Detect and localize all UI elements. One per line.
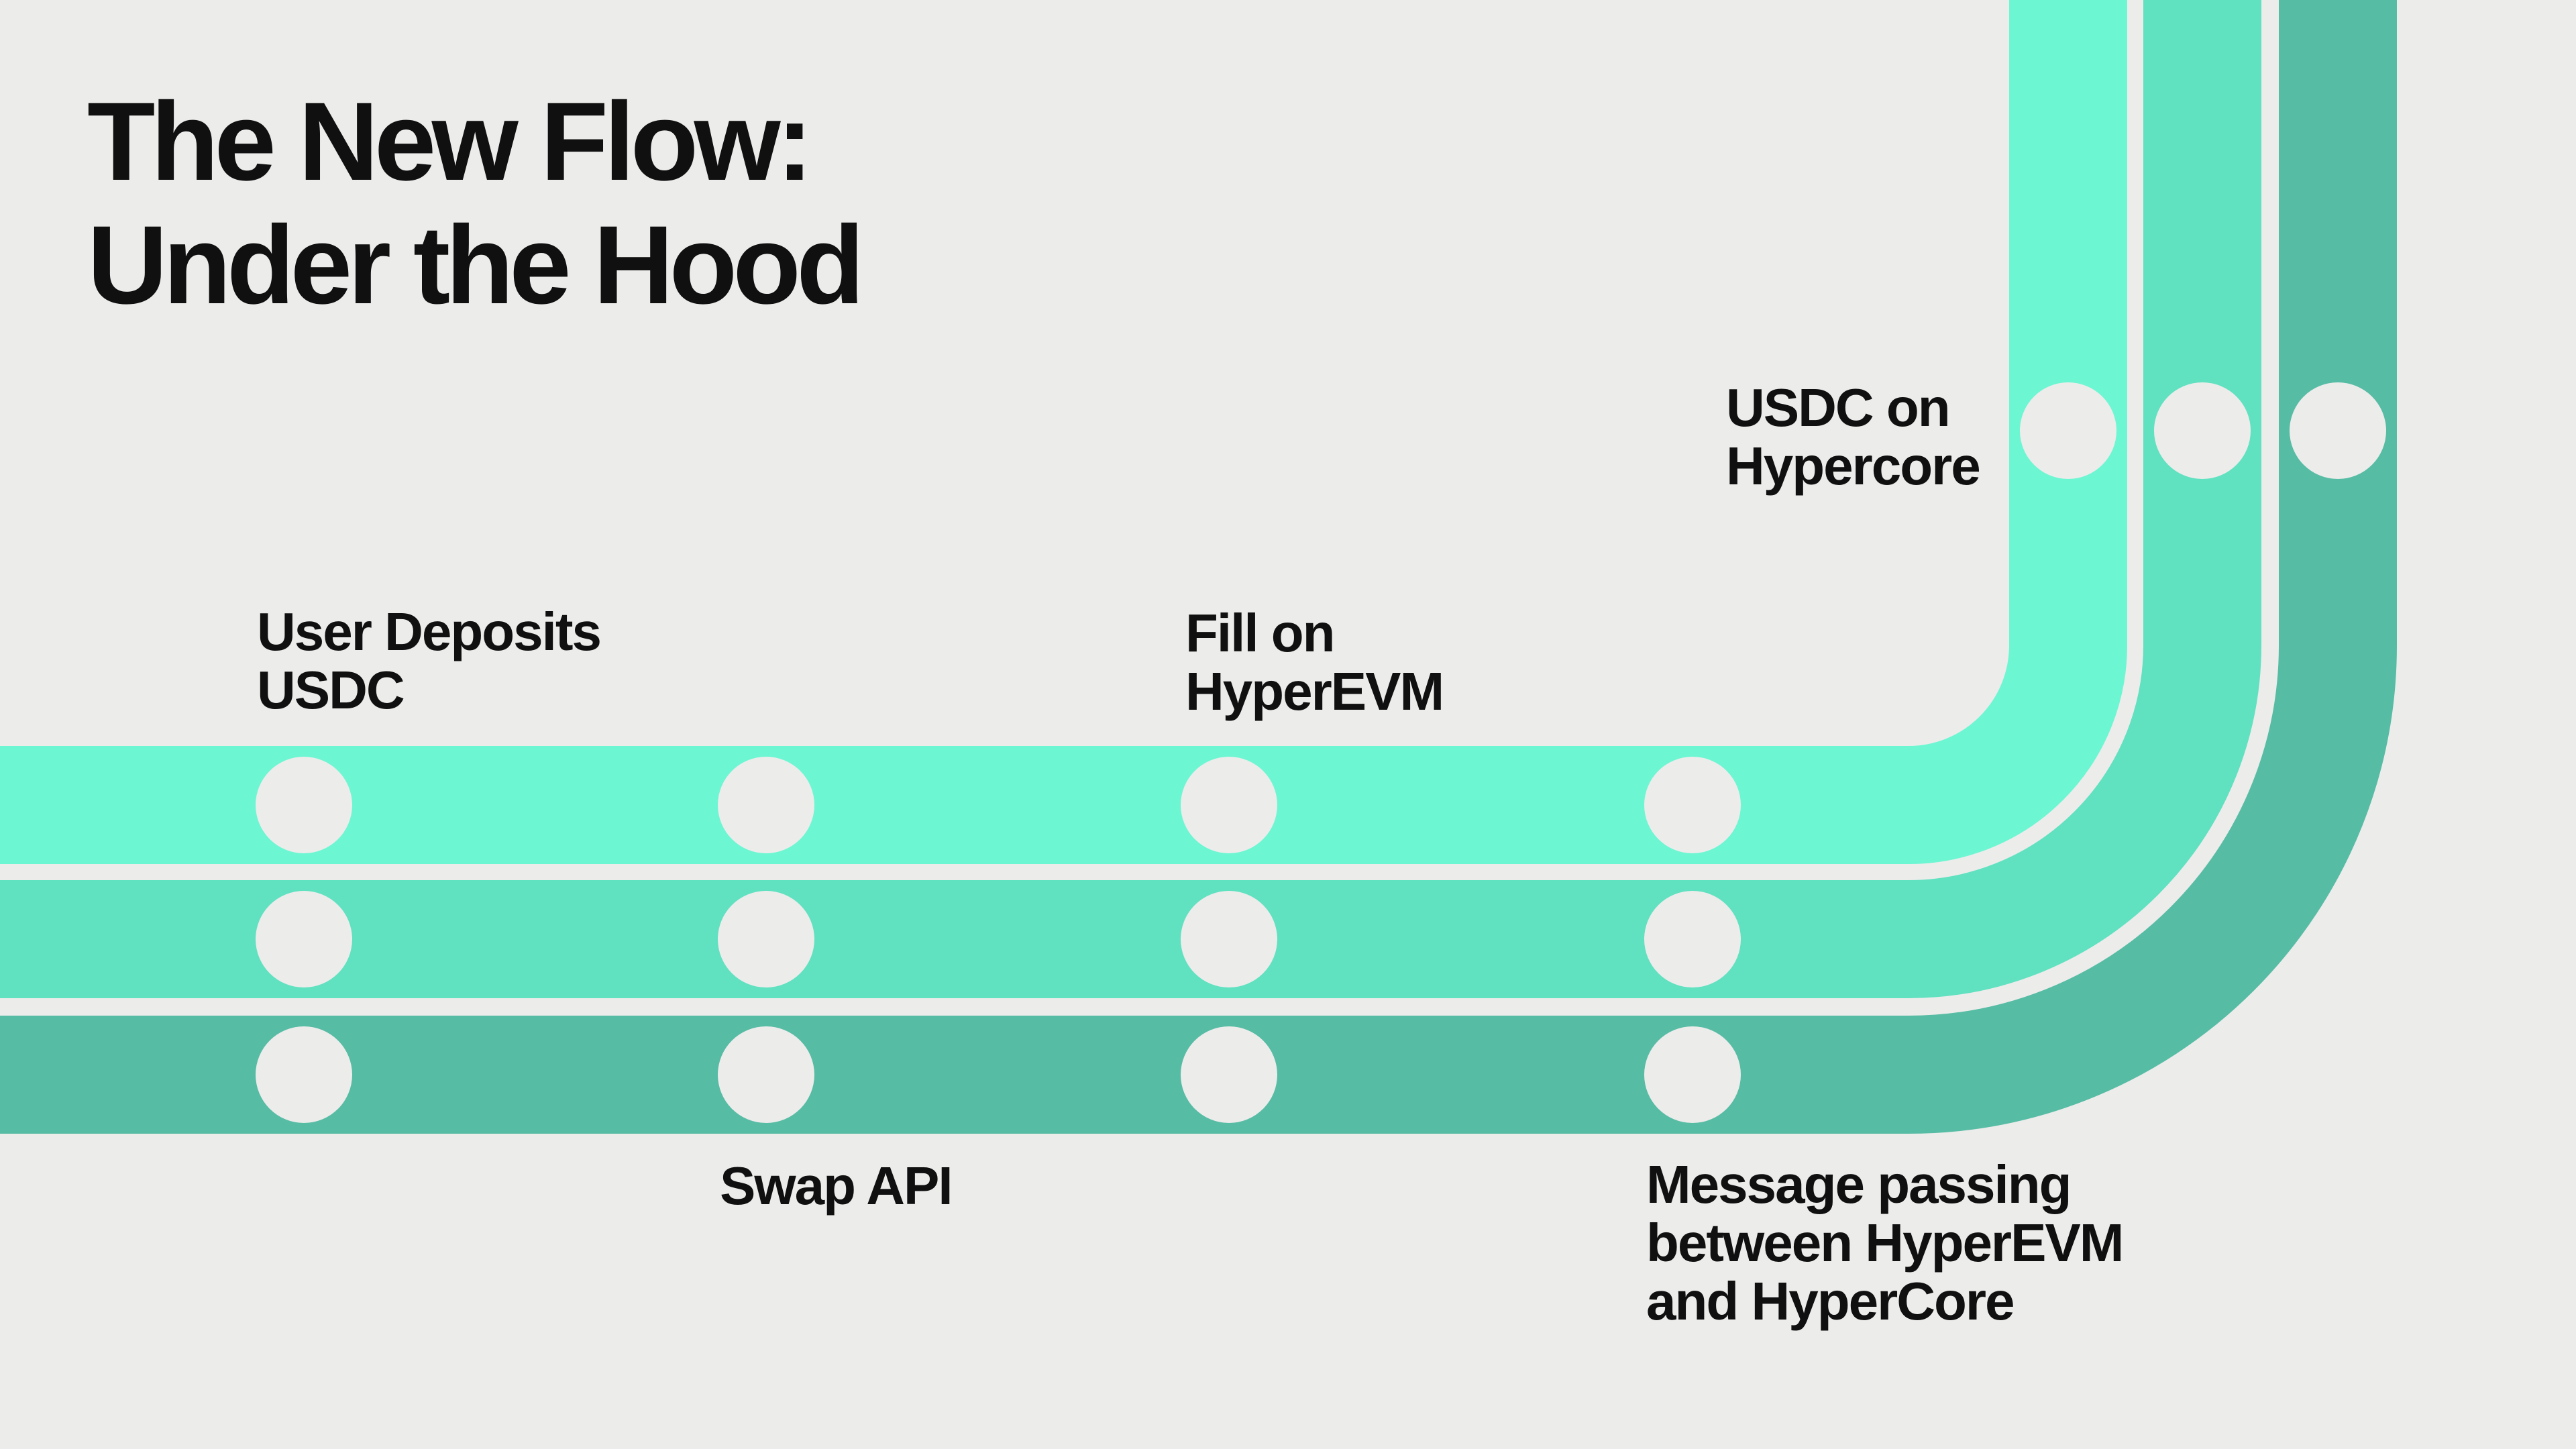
flow-band-line-medium	[0, 0, 2261, 998]
page-title-line-1: The New Flow:	[87, 80, 813, 204]
station-dot-row1-col2	[718, 757, 814, 853]
page-title: The New Flow: Under the Hood	[87, 80, 865, 328]
station-dot-row1-col3	[1181, 757, 1277, 853]
label-line: Swap API	[720, 1156, 953, 1216]
label-message-passing: Message passing between HyperEVM and Hyp…	[1646, 1155, 2124, 1332]
station-dot-vertical-1	[2020, 382, 2116, 479]
label-line: Message passing	[1646, 1155, 2072, 1214]
station-dot-row2-col1	[256, 891, 352, 987]
station-dot-row2-col2	[718, 891, 814, 987]
label-usdc-on-hypercore: USDC on Hypercore	[1726, 378, 1981, 496]
label-line: USDC on	[1726, 378, 1951, 437]
station-dot-row1-col4	[1644, 757, 1741, 853]
label-line: User Deposits	[257, 602, 602, 661]
label-line: between HyperEVM	[1646, 1213, 2124, 1273]
station-dot-row3-col4	[1644, 1026, 1741, 1123]
label-line: HyperEVM	[1185, 661, 1444, 722]
label-swap-api: Swap API	[720, 1156, 953, 1216]
station-dot-vertical-2	[2154, 382, 2251, 479]
label-line: Hypercore	[1726, 436, 1981, 496]
station-dot-row1-col1	[256, 757, 352, 853]
station-dot-row3-col2	[718, 1026, 814, 1123]
station-dot-row3-col3	[1181, 1026, 1277, 1123]
label-line: and HyperCore	[1646, 1271, 2015, 1332]
station-dot-row2-col4	[1644, 891, 1741, 987]
label-line: USDC	[257, 660, 405, 720]
page-title-line-2: Under the Hood	[87, 203, 865, 328]
label-line: Fill on	[1185, 603, 1336, 663]
station-dot-row3-col1	[256, 1026, 352, 1123]
label-fill-on-hyperevm: Fill on HyperEVM	[1185, 603, 1444, 722]
station-dot-vertical-3	[2290, 382, 2386, 479]
label-user-deposits-usdc: User Deposits USDC	[257, 602, 602, 720]
station-dot-row2-col3	[1181, 891, 1277, 987]
flow-band-line-bright	[0, 0, 2127, 864]
flow-band-line-dark	[0, 0, 2397, 1134]
